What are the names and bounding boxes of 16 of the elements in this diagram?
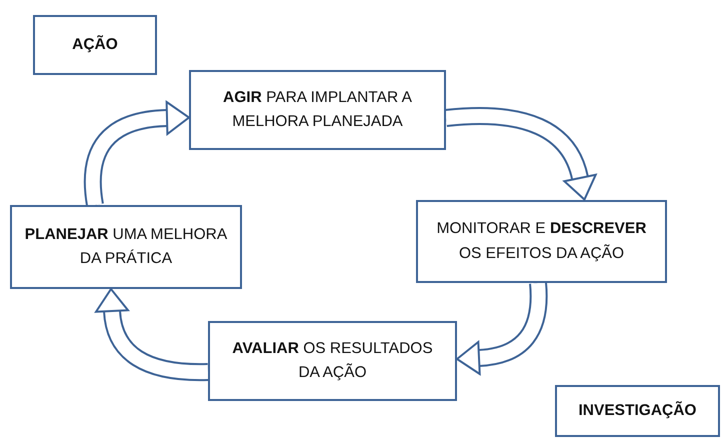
text-box: [208, 321, 457, 401]
text-box: [10, 205, 242, 289]
box-label: AGIR PARA IMPLANTAR A MELHORA PLANEJADA: [222, 88, 413, 132]
box-label: MONITORAR E DESCREVER OS EFEITOS DA AÇÃO: [436, 219, 648, 264]
curved-arrow: [84, 101, 190, 206]
text-box: [33, 15, 157, 75]
curved-arrow: [445, 107, 596, 200]
box-label: PLANEJAR UMA MELHORA DA PRÁTICA: [24, 224, 228, 269]
text-box: [416, 200, 667, 283]
curved-arrow: [95, 288, 208, 382]
box-label: AVALIAR OS RESULTADOS DA AÇÃO: [231, 338, 434, 383]
box-label: INVESTIGAÇÃO: [578, 400, 696, 421]
text-box: [555, 385, 720, 437]
box-label: AÇÃO: [72, 34, 118, 55]
curved-arrow: [456, 282, 548, 375]
text-box: [189, 70, 446, 150]
